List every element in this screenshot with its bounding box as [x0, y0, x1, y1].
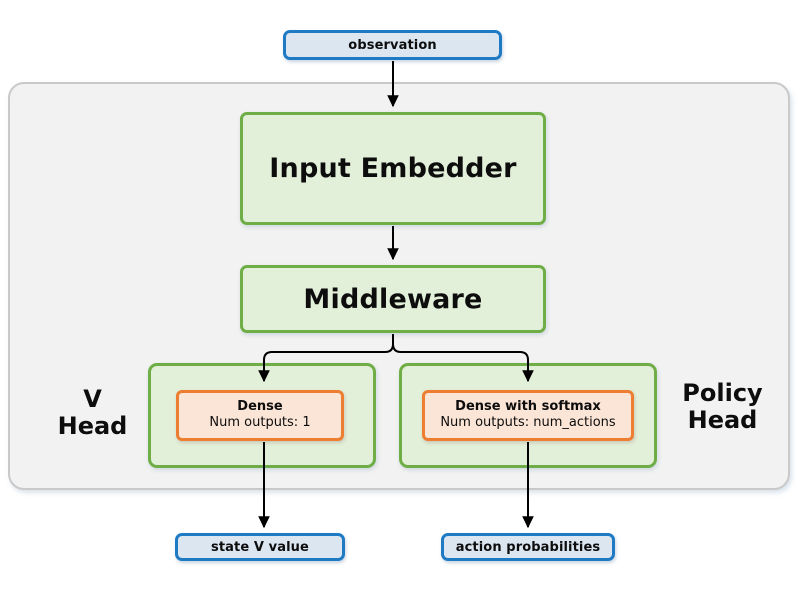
- v-head-label-line1: V: [83, 385, 102, 413]
- input-embedder-box[interactable]: Input Embedder: [240, 112, 546, 225]
- v-head-dense-box[interactable]: Dense Num outputs: 1: [176, 390, 344, 441]
- policy-head-dense-title: Dense with softmax: [455, 398, 601, 414]
- policy-head-label-line2: Head: [687, 405, 758, 434]
- state-v-value-label: state V value: [211, 539, 309, 555]
- v-head-label: V Head: [45, 386, 140, 440]
- observation-box[interactable]: observation: [283, 30, 502, 60]
- policy-head-dense-subtitle: Num outputs: num_actions: [440, 415, 616, 431]
- policy-head-label: Policy Head: [665, 380, 780, 434]
- middleware-box[interactable]: Middleware: [240, 265, 546, 333]
- v-head-dense-title: Dense: [237, 398, 283, 414]
- action-probabilities-box[interactable]: action probabilities: [441, 533, 615, 561]
- action-probabilities-label: action probabilities: [455, 539, 601, 555]
- policy-head-dense-box[interactable]: Dense with softmax Num outputs: num_acti…: [422, 390, 634, 441]
- policy-head-label-line1: Policy: [682, 379, 763, 407]
- v-head-label-line2: Head: [57, 411, 128, 440]
- input-embedder-label: Input Embedder: [269, 153, 517, 184]
- observation-label: observation: [348, 37, 437, 53]
- middleware-label: Middleware: [303, 283, 483, 315]
- v-head-dense-subtitle: Num outputs: 1: [209, 415, 311, 431]
- state-v-value-box[interactable]: state V value: [175, 533, 345, 561]
